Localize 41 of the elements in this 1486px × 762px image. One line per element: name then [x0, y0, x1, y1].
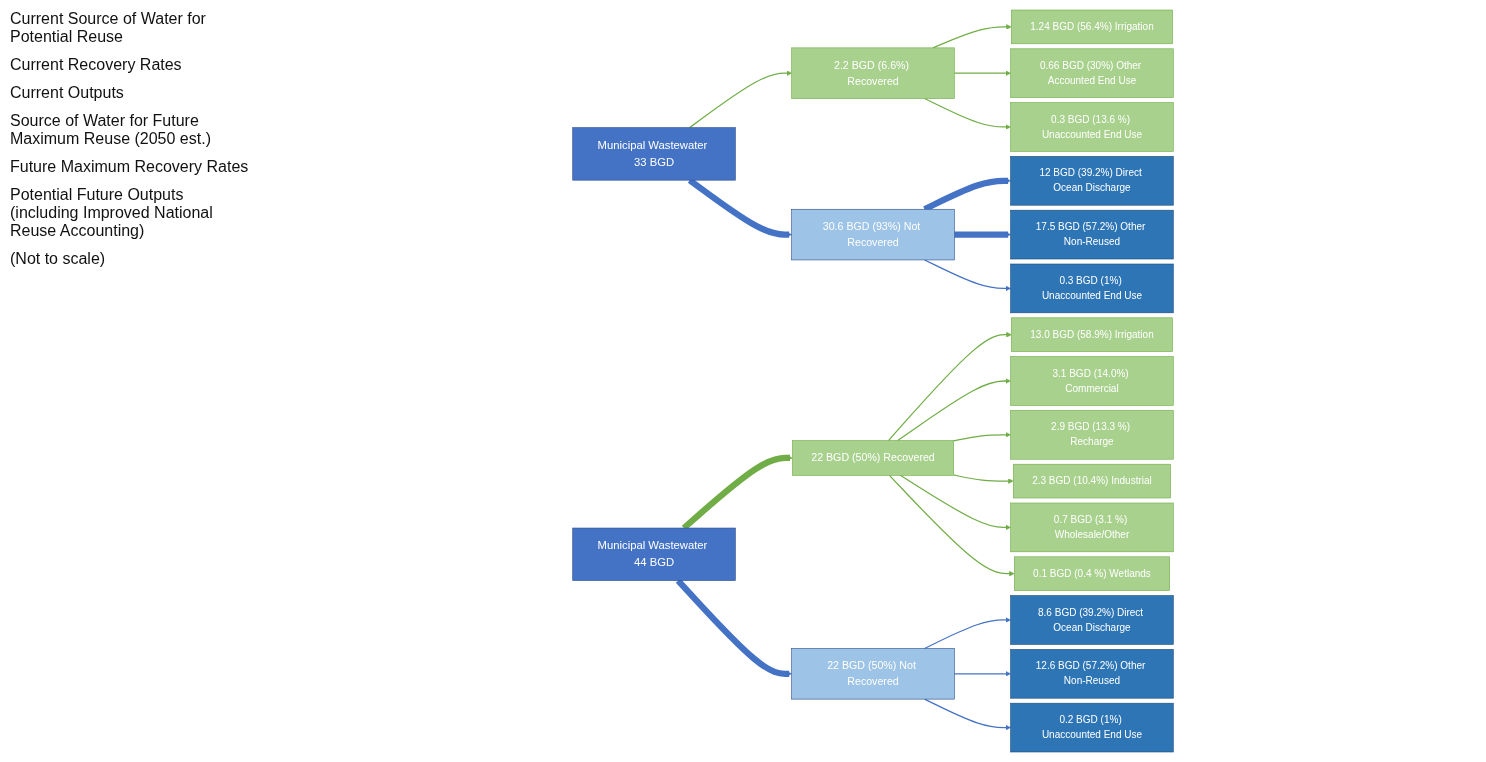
node-box: Municipal Wastewater 44 BGD [572, 527, 736, 581]
node-box: 0.2 BGD (1%) Unaccounted End Use [1010, 702, 1174, 753]
node-box: 3.1 BGD (14.0%) Commercial [1010, 356, 1174, 406]
heading-text: Future Maximum Recovery Rates [10, 158, 250, 176]
arrow [952, 474, 1014, 484]
node-box: Municipal Wastewater 33 BGD [572, 127, 736, 181]
node-box: 12.6 BGD (57.2%) Other Non-Reused [1010, 649, 1174, 699]
heading-text: (Not to scale) [10, 250, 107, 268]
arrow [953, 70, 1011, 76]
node-box: 0.3 BGD (13.6 %) Unaccounted End Use [1010, 102, 1174, 152]
arrow [923, 617, 1011, 650]
arrow [888, 474, 1015, 577]
node-box: 8.6 BGD (39.2%) Direct Ocean Discharge [1010, 595, 1174, 645]
node-box: 2.3 BGD (10.4%) Industrial [1013, 463, 1171, 499]
node-box: 17.5 BGD (57.2%) Other Non-Reused [1010, 209, 1174, 260]
arrow [952, 432, 1011, 442]
heading-text: Source of Water for Future Maximum Reuse (2050 est.) [10, 112, 212, 148]
node-box: 2.9 BGD (13.3 %) Recharge [1010, 410, 1174, 460]
arrow [899, 474, 1011, 531]
arrow [689, 70, 792, 129]
arrow [887, 331, 1012, 442]
node-box: 13.0 BGD (58.9%) Irrigation [1011, 317, 1173, 352]
node-box: 22 BGD (50%) Not Recovered [791, 648, 955, 700]
arrow [897, 378, 1011, 442]
arrow [954, 231, 1011, 238]
node-box: 30.6 BGD (93%) Not Recovered [791, 208, 955, 261]
heading-text: Potential Future Outputs (including Improved National Reuse Accounting) [10, 186, 214, 240]
node-box: 0.7 BGD (3.1 %) Wholesale/Other [1010, 502, 1174, 553]
node-box: 1.24 BGD (56.4%) Irrigation [1011, 9, 1173, 45]
arrow [923, 259, 1011, 292]
node-box: 2.2 BGD (6.6%) Recovered [791, 47, 955, 99]
node-box: 22 BGD (50%) Recovered [792, 440, 954, 476]
heading-text: Current Outputs [10, 84, 125, 102]
heading-text: Current Recovery Rates [10, 56, 183, 74]
heading-text: Current Source of Water for Potential Reuse [10, 10, 207, 46]
node-box: 0.1 BGD (0.4 %) Wetlands [1014, 556, 1170, 591]
node-box: 12 BGD (39.2%) Direct Ocean Discharge [1010, 156, 1174, 206]
arrow [923, 97, 1011, 130]
arrow [953, 671, 1011, 677]
node-box: 0.66 BGD (30%) Other Accounted End Use [1010, 48, 1174, 98]
node-box: 0.3 BGD (1%) Unaccounted End Use [1010, 263, 1174, 314]
